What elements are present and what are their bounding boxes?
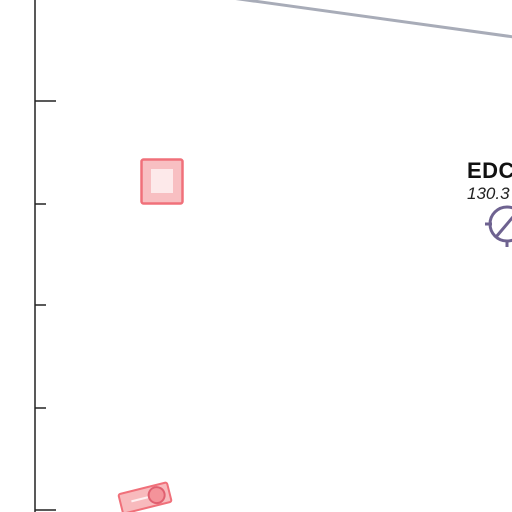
navaid-label: EDC 130.3 — [467, 158, 512, 203]
rotated-obstacle-icon[interactable] — [117, 481, 173, 512]
route-line — [235, 0, 512, 39]
vor-navaid-icon[interactable] — [485, 205, 512, 247]
scale-bar — [34, 0, 56, 512]
navaid-frequency: 130.3 — [467, 184, 510, 203]
square-obstacle-icon[interactable] — [140, 158, 184, 205]
navaid-ident: EDC — [467, 158, 512, 183]
